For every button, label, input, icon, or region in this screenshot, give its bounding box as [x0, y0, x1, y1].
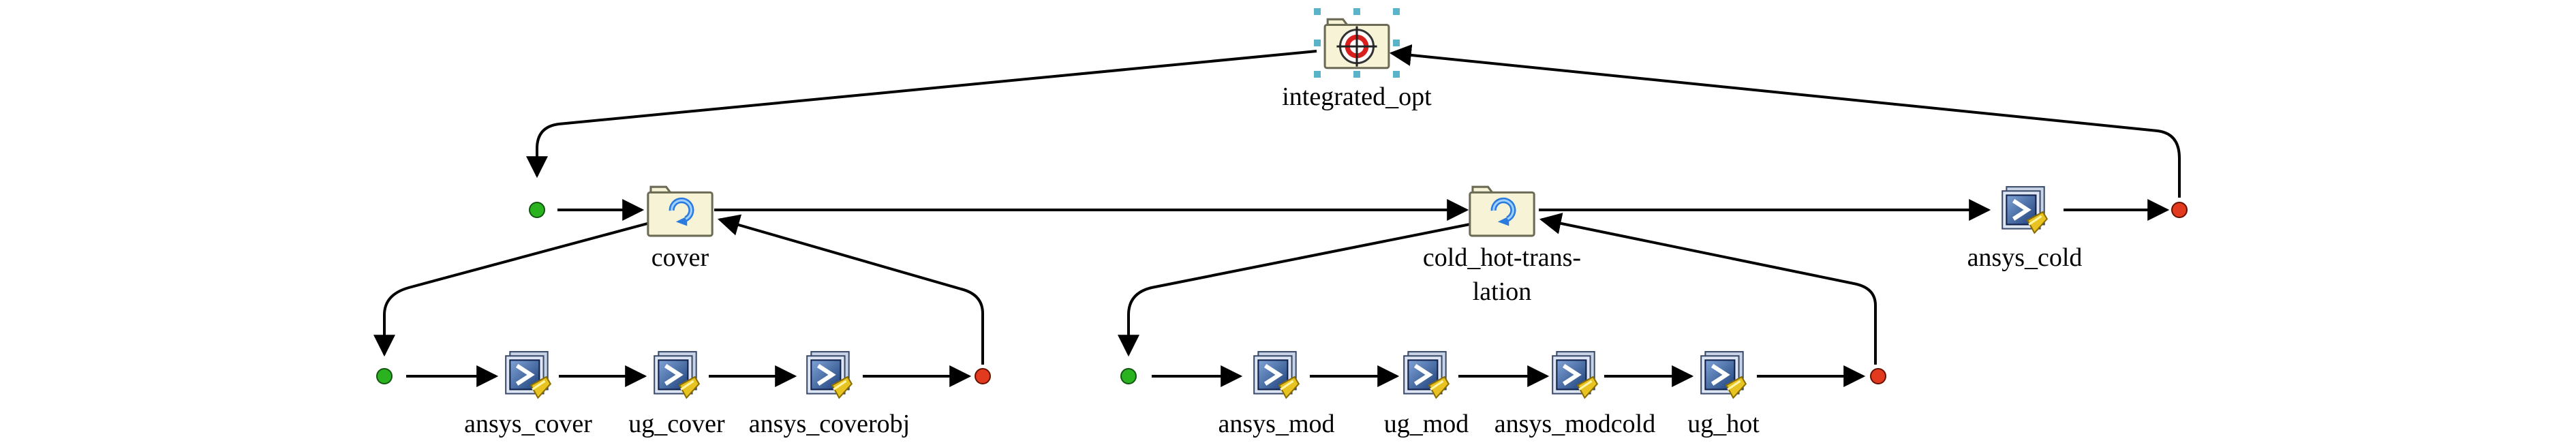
hot-children-end-dot[interactable]	[1870, 368, 1886, 384]
cover-label: cover	[651, 243, 709, 272]
ansys-coverobj-label: ansys_coverobj	[748, 410, 910, 438]
integrated-opt-label: integrated_opt	[1282, 82, 1432, 111]
loop-folder-icon[interactable]	[1470, 187, 1534, 236]
simulation-app-icon[interactable]	[654, 352, 699, 398]
cold-hot-label-line1: cold_hot-trans-	[1422, 243, 1582, 272]
cold-hot-label-line2: lation	[1472, 277, 1532, 306]
edge-root-to-cover-start	[526, 50, 1317, 179]
ansys-cover-label: ansys_cover	[464, 410, 592, 438]
ug-mod-label: ug_mod	[1383, 410, 1469, 438]
simulation-app-icon[interactable]	[807, 352, 852, 398]
loop-folder-icon[interactable]	[648, 187, 712, 236]
edge-cover-to-child-start	[373, 222, 648, 357]
edge-child-end-to-cover	[717, 214, 984, 365]
ansys-modcold-label: ansys_modcold	[1494, 410, 1656, 438]
simulation-app-icon[interactable]	[2002, 187, 2047, 233]
workflow-end-dot[interactable]	[2171, 202, 2188, 218]
ug-cover-label: ug_cover	[628, 410, 725, 438]
edge-coldhot-to-child-start	[1118, 222, 1474, 357]
simulation-app-icon[interactable]	[506, 352, 551, 398]
ug-hot-label: ug_hot	[1687, 410, 1760, 438]
simulation-app-icon[interactable]	[1404, 352, 1449, 398]
integrated-opt-node[interactable]	[1314, 8, 1400, 78]
cover-children-start-dot[interactable]	[376, 368, 393, 384]
ansys-cold-label: ansys_cold	[1967, 243, 2083, 272]
cover-children-end-dot[interactable]	[975, 368, 991, 384]
connectors	[373, 44, 2181, 387]
edge-cold-end-to-root	[1389, 44, 2181, 198]
simulation-app-icon[interactable]	[1552, 352, 1597, 398]
edge-hotchild-end-to-coldhot	[1539, 213, 1877, 365]
ansys-mod-label: ansys_mod	[1218, 410, 1335, 438]
hot-children-start-dot[interactable]	[1120, 368, 1137, 384]
optimizer-target-icon	[1323, 18, 1390, 70]
simulation-app-icon[interactable]	[1701, 352, 1746, 398]
simulation-app-icon[interactable]	[1254, 352, 1299, 398]
cover-start-dot[interactable]	[529, 202, 545, 218]
